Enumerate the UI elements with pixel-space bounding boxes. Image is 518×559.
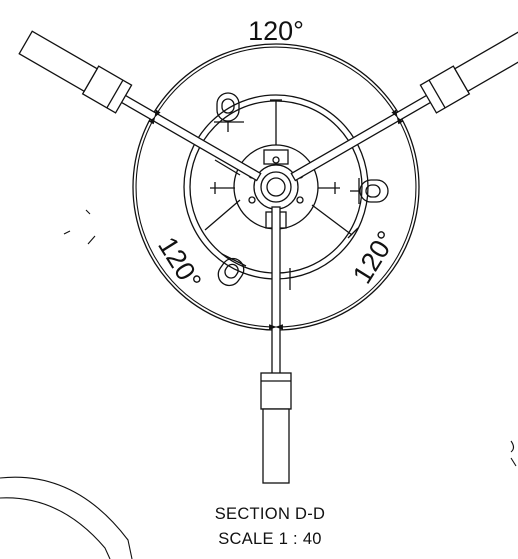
arm-upper-right bbox=[290, 30, 518, 182]
dimension-arc-right bbox=[275, 116, 417, 330]
dimension-arc-top bbox=[154, 46, 398, 118]
section-title: SECTION D-D bbox=[214, 505, 326, 523]
dimension-text-top: 120° bbox=[248, 16, 304, 46]
hub-bore bbox=[266, 177, 286, 197]
dimension-arc-left bbox=[135, 116, 277, 330]
shackle-top bbox=[214, 92, 244, 132]
partial-arc-bottom-left-inner bbox=[0, 497, 111, 559]
dimension-text-left: 120° bbox=[152, 232, 207, 295]
fragment-mark-right bbox=[510, 440, 517, 467]
fragment-line bbox=[85, 209, 91, 215]
fragment-line bbox=[87, 235, 96, 245]
arm-bottom bbox=[260, 206, 292, 484]
scale-label: SCALE 1 : 40 bbox=[218, 530, 322, 548]
fragment-line bbox=[63, 230, 71, 235]
arm-upper-left bbox=[18, 30, 262, 182]
hub-ring-inner bbox=[260, 171, 292, 203]
partial-arc-bottom-left bbox=[0, 476, 133, 559]
shackle-right bbox=[350, 178, 389, 204]
